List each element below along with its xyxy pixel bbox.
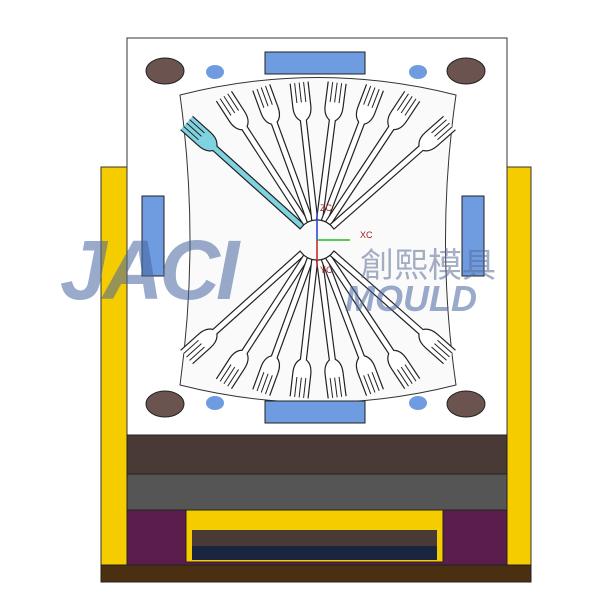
clamp-plate (100, 564, 532, 583)
fork (252, 256, 314, 396)
pin-hole (206, 65, 224, 79)
guide-hole (446, 390, 486, 418)
guide-hole (446, 57, 486, 85)
fork (320, 84, 384, 224)
watermark-chinese: 創熙模具 (360, 246, 496, 286)
fork (324, 254, 421, 389)
pin-hole (409, 65, 427, 79)
axis-label-x: XC (360, 230, 373, 240)
ejector-base (192, 546, 437, 560)
axis-label-z: ZC (320, 203, 332, 213)
fork (252, 84, 314, 224)
fork (320, 256, 384, 396)
fork (324, 91, 421, 226)
fork (215, 90, 310, 226)
fork (180, 115, 305, 230)
fork (329, 115, 456, 230)
pin-hole (409, 396, 427, 410)
fork (329, 250, 456, 365)
left-rail (100, 166, 128, 566)
right-lock-block (461, 195, 485, 277)
axis-label-y: YC (320, 265, 333, 275)
guide-hole (145, 57, 185, 85)
fork (289, 81, 319, 222)
fork (215, 254, 310, 390)
watermark-brand: JACI (60, 223, 239, 317)
guide-hole (145, 390, 185, 418)
fork-cavities (180, 81, 456, 399)
ejector-retainer (192, 530, 437, 546)
lock-blocks (141, 51, 485, 424)
right-rail (506, 166, 532, 566)
fork (289, 258, 319, 399)
holes (145, 57, 486, 418)
fork (180, 250, 305, 365)
fork (315, 258, 347, 399)
watermark-subtitle: MOULD (345, 278, 477, 319)
top-lock-block (264, 51, 366, 75)
pin-hole (206, 396, 224, 410)
support-plate (126, 434, 508, 475)
ejector-plate (126, 473, 508, 511)
fork (315, 81, 347, 222)
coordinate-axes (316, 212, 350, 268)
left-lock-block (141, 195, 165, 277)
bottom-lock-block (264, 400, 366, 424)
